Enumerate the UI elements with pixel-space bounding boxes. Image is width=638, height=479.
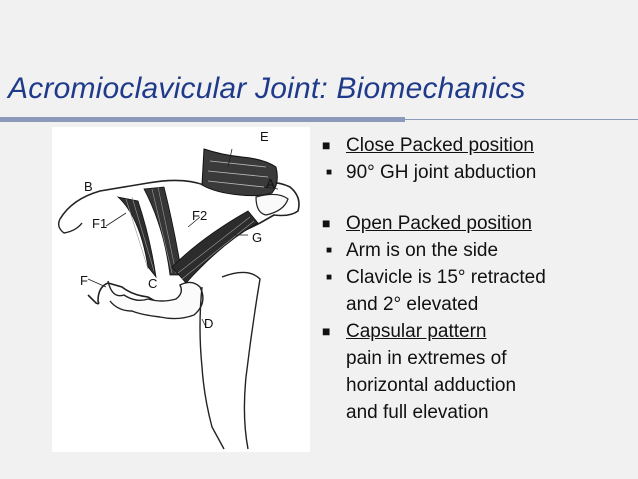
- diagram-label-b: B: [84, 179, 93, 194]
- small-square-bullet-icon: ■: [326, 245, 333, 256]
- diagram-drawing: E B A F1 F2 G F C D: [57, 129, 300, 450]
- square-bullet-icon: ■: [322, 323, 331, 339]
- capsular-line-3: and full elevation: [346, 402, 489, 423]
- small-square-bullet-icon: ■: [326, 272, 333, 283]
- capsular-line-2: horizontal adduction: [346, 375, 517, 396]
- bullet-open-packed: ■ Open Packed position: [322, 210, 632, 237]
- spacer: [322, 186, 632, 210]
- diagram-label-f: F: [80, 273, 88, 288]
- diagram-label-e: E: [260, 129, 269, 144]
- bullet-text: Close Packed position: [346, 135, 534, 156]
- bullet-capsular-pattern: ■ Capsular pattern: [322, 318, 632, 345]
- diagram-label-f1: F1: [92, 216, 107, 231]
- title-underline-thick: [0, 117, 405, 122]
- bullet-text: Clavicle is 15° retracted: [346, 267, 546, 288]
- square-bullet-icon: ■: [322, 137, 331, 153]
- square-bullet-icon: ■: [322, 215, 331, 231]
- diagram-label-d: D: [204, 316, 213, 331]
- capsular-line-1: pain in extremes of: [346, 348, 507, 369]
- bullet-gh-abduction: ■ 90° GH joint abduction: [322, 159, 632, 186]
- bullet-arm-side: ■ Arm is on the side: [322, 237, 632, 264]
- bullet-list: ■ Close Packed position ■ 90° GH joint a…: [322, 132, 632, 426]
- title-underline-thin: [405, 119, 638, 120]
- diagram-label-a: A: [266, 176, 275, 191]
- diagram-label-f2: F2: [192, 208, 207, 223]
- bullet-clavicle-retracted: ■ Clavicle is 15° retracted: [322, 264, 632, 291]
- bullet-continuation: and 2° elevated: [346, 294, 479, 315]
- diagram-label-c: C: [148, 276, 157, 291]
- bullet-text: 90° GH joint abduction: [346, 162, 537, 183]
- diagram-label-g: G: [252, 230, 262, 245]
- bullet-text: Capsular pattern: [346, 321, 487, 342]
- small-square-bullet-icon: ■: [326, 167, 333, 178]
- bullet-close-packed: ■ Close Packed position: [322, 132, 632, 159]
- bullet-text: Arm is on the side: [346, 240, 499, 261]
- bullet-text: Open Packed position: [346, 213, 532, 234]
- shoulder-ligament-diagram: E B A F1 F2 G F C D: [52, 127, 310, 452]
- slide-title: Acromioclavicular Joint: Biomechanics: [8, 72, 526, 105]
